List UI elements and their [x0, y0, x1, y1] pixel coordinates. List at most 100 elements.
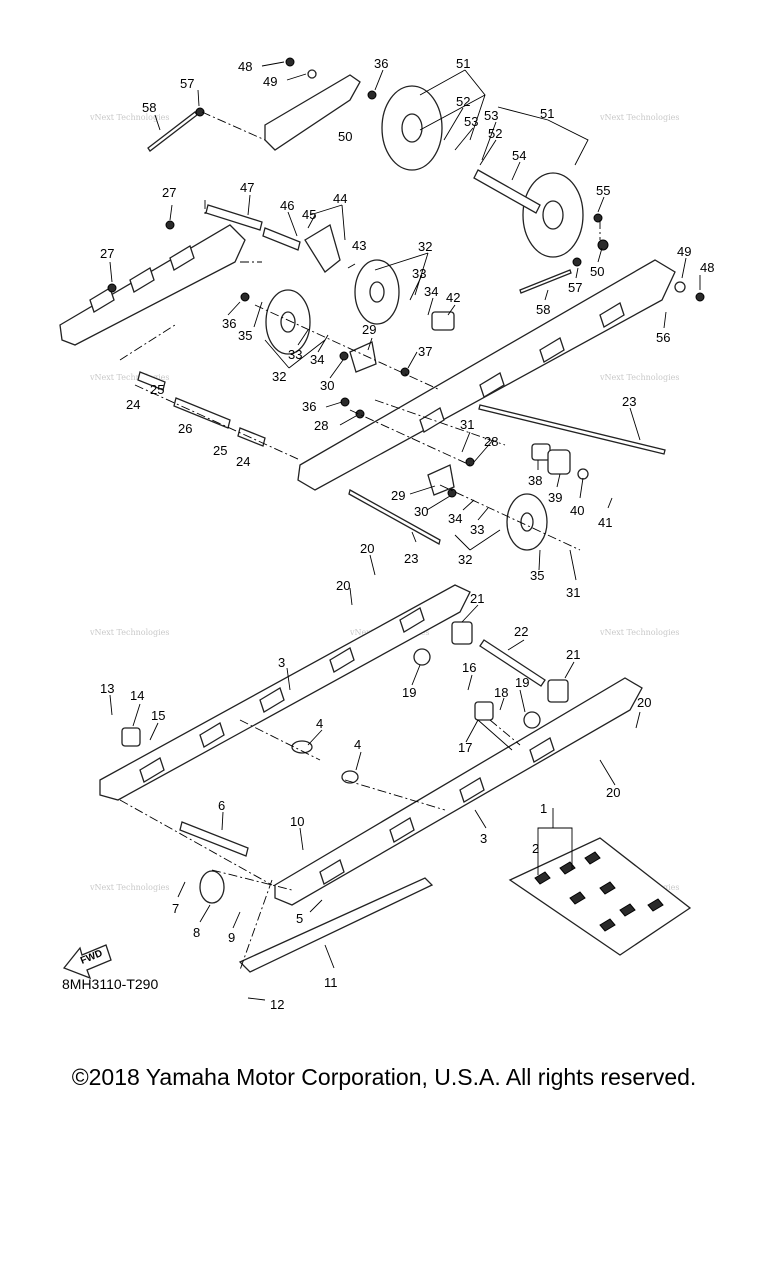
callout-23a: 23	[622, 394, 636, 409]
bolt-58b	[519, 269, 572, 294]
shaft-47	[205, 204, 263, 231]
pivot-arm-29b	[427, 464, 455, 496]
callout-45: 45	[302, 207, 316, 222]
bushing-42	[431, 311, 455, 331]
callout-35a: 35	[238, 328, 252, 343]
slider-11	[238, 877, 434, 973]
washer-4a	[291, 740, 313, 754]
callout-20b: 20	[336, 578, 350, 593]
callout-6: 6	[218, 798, 225, 813]
block-21a	[451, 621, 473, 645]
collar-24a	[137, 371, 166, 391]
slide-rail-upper	[99, 584, 471, 801]
watermark: vNext Technologies	[599, 113, 679, 122]
callout-28b: 28	[484, 434, 498, 449]
callout-57b: 57	[568, 280, 582, 295]
callout-48a: 48	[238, 59, 252, 74]
callout-2: 2	[532, 841, 539, 856]
callout-36a: 36	[374, 56, 388, 71]
callout-29b: 29	[391, 488, 405, 503]
axle-shaft	[473, 169, 541, 214]
callout-13: 13	[100, 681, 114, 696]
watermark: vNext Technologies	[89, 628, 169, 637]
shaft-26	[173, 397, 231, 429]
upper-rail-left	[59, 74, 361, 346]
callout-52b: 52	[488, 126, 502, 141]
callout-48b: 48	[700, 260, 714, 275]
bushing-38	[531, 443, 551, 461]
callout-25b: 25	[213, 443, 227, 458]
slide-rail-lower	[274, 677, 643, 906]
callout-12: 12	[270, 997, 284, 1012]
callout-54: 54	[512, 148, 526, 163]
callout-15: 15	[151, 708, 165, 723]
callout-30a: 30	[320, 378, 334, 393]
callout-58b: 58	[536, 302, 550, 317]
shaft-22	[479, 639, 546, 687]
track-clip-set	[508, 837, 692, 956]
callout-3a: 3	[278, 655, 285, 670]
fwd-arrow: FWD	[62, 944, 112, 980]
callout-8: 8	[193, 925, 200, 940]
callout-27b: 27	[100, 246, 114, 261]
callout-55: 55	[596, 183, 610, 198]
callout-49a: 49	[263, 74, 277, 89]
callout-56: 56	[656, 330, 670, 345]
small-hardware	[107, 57, 705, 498]
callout-21a: 21	[470, 591, 484, 606]
callout-39: 39	[548, 490, 562, 505]
callout-28a: 28	[314, 418, 328, 433]
watermark: vNext Technologies	[89, 373, 169, 382]
idler-wheel-low	[506, 493, 548, 551]
shaft-46	[262, 227, 301, 251]
callout-33a: 33	[412, 266, 426, 281]
callout-22: 22	[514, 624, 528, 639]
callout-47: 47	[240, 180, 254, 195]
callout-37: 37	[418, 344, 432, 359]
callout-1: 1	[540, 801, 547, 816]
callout-34a: 34	[424, 284, 438, 299]
block-39	[547, 449, 571, 475]
callout-49b: 49	[677, 244, 691, 259]
callout-43: 43	[352, 238, 366, 253]
watermark: vNext Technologies	[89, 113, 169, 122]
callout-19b: 19	[515, 675, 529, 690]
callout-57a: 57	[180, 76, 194, 91]
callout-36c: 36	[302, 399, 316, 414]
callout-44: 44	[333, 191, 347, 206]
pivot-arm-29a	[349, 341, 377, 373]
callout-30b: 30	[414, 504, 428, 519]
callout-31b: 31	[566, 585, 580, 600]
callout-19a: 19	[402, 685, 416, 700]
callout-14: 14	[130, 688, 144, 703]
callout-20c: 20	[637, 695, 651, 710]
bushing-19	[413, 648, 431, 666]
callout-18: 18	[494, 685, 508, 700]
callout-24a: 24	[126, 397, 140, 412]
callout-53b: 53	[484, 108, 498, 123]
callout-5: 5	[296, 911, 303, 926]
watermark: vNext Technologies	[89, 883, 169, 892]
callouts: 1 2 3 3 4 4 5 6 7 8 9 10 11 12 13 14 15 …	[100, 56, 714, 1012]
callout-35b: 35	[530, 568, 544, 583]
callout-34b: 34	[310, 352, 324, 367]
bolt-23a	[478, 404, 666, 455]
callout-51b: 51	[540, 106, 554, 121]
callout-53a: 53	[464, 114, 478, 129]
watermark: vNext Technologies	[599, 373, 679, 382]
callout-27a: 27	[162, 185, 176, 200]
callout-33c: 33	[470, 522, 484, 537]
callout-4a: 4	[316, 716, 323, 731]
watermark: vNext Technologies	[599, 628, 679, 637]
watermarks: vNext Technologies vNext Technologies vN…	[89, 113, 679, 892]
callout-40: 40	[570, 503, 584, 518]
block-14	[121, 727, 141, 747]
block-17	[474, 701, 494, 721]
idler-wheel-mid-1	[354, 259, 400, 325]
bolt-23b	[348, 489, 441, 545]
callout-20d: 20	[606, 785, 620, 800]
shaft-6	[179, 821, 249, 857]
callout-32a: 32	[418, 239, 432, 254]
callout-29a: 29	[362, 322, 376, 337]
parts-diagram: vNext Technologies vNext Technologies vN…	[59, 56, 714, 1012]
